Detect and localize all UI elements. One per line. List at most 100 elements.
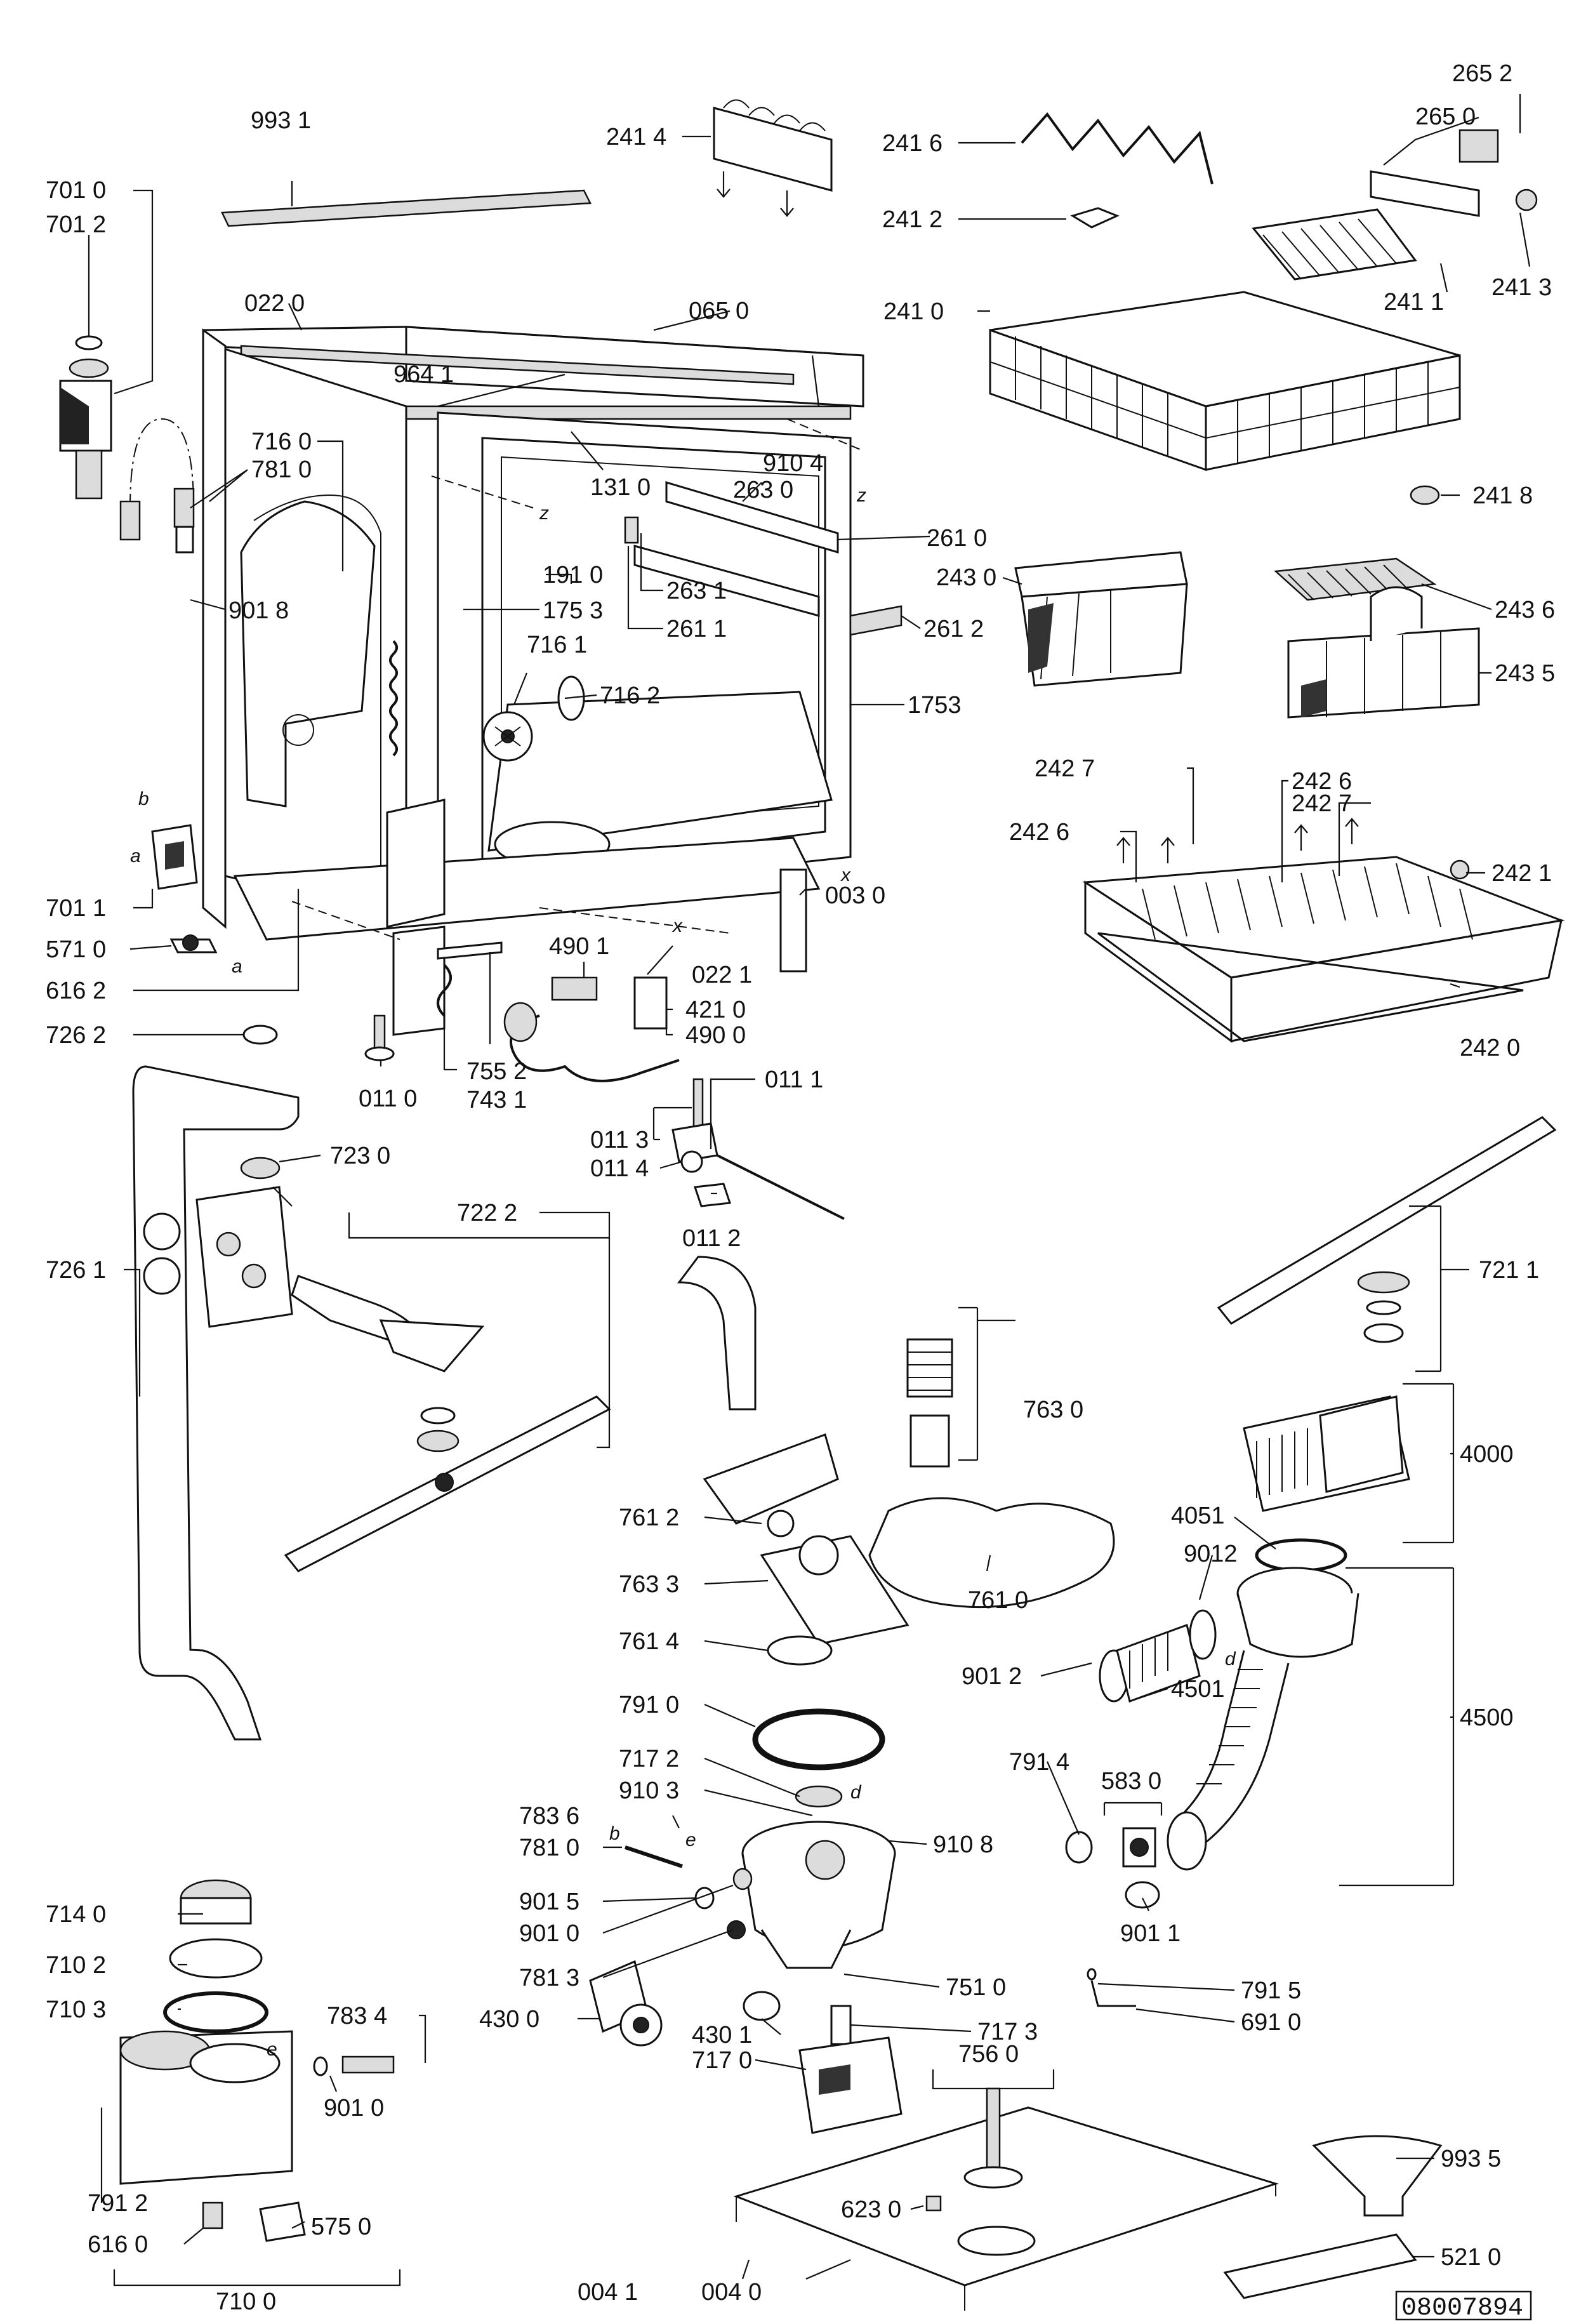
part-4501-hose <box>1099 1609 1217 1703</box>
part-label-691-0: 691 0 <box>1241 2009 1301 2036</box>
part-label-791-5: 791 5 <box>1241 1977 1301 2004</box>
part-label-242-6-a: 242 6 <box>1292 768 1352 795</box>
part-761-0-flat-filter <box>868 1497 1115 1609</box>
part-label-4000: 4000 <box>1460 1441 1514 1468</box>
part-710-0-water-softener <box>119 1879 395 2242</box>
part-993-5-funnel <box>1312 2135 1443 2217</box>
connection-letter: x <box>671 915 683 936</box>
part-label-265-2: 265 2 <box>1452 60 1512 87</box>
part-label-065-0: 065 0 <box>689 298 749 324</box>
part-241-8 <box>1410 485 1440 505</box>
part-763-3-sump-plate <box>760 1535 909 1645</box>
part-label-755-2: 755 2 <box>466 1058 527 1085</box>
part-label-910-8: 910 8 <box>933 1831 993 1858</box>
part-label-964-1: 964 1 <box>394 361 454 388</box>
part-label-583-0: 583 0 <box>1101 1768 1161 1795</box>
drawing-reference-number: 08007894 <box>1401 2294 1523 2323</box>
part-label-011-3: 011 3 <box>590 1127 649 1153</box>
part-241-2-clip <box>1070 207 1120 229</box>
part-label-242-7-b: 242 7 <box>1292 790 1352 817</box>
part-723-0 <box>240 1157 281 1179</box>
part-label-490-1: 490 1 <box>549 933 609 960</box>
part-791-0-ring <box>752 1708 885 1770</box>
part-label-901-8: 901 8 <box>228 597 289 624</box>
part-label-004-1: 004 1 <box>578 2279 638 2306</box>
part-label-263-0: 263 0 <box>733 477 793 503</box>
part-241-0-upper-basket <box>989 291 1461 472</box>
part-241-1-cutlery-tray <box>1252 208 1417 281</box>
part-label-263-1: 263 1 <box>666 578 727 604</box>
part-243-0-cutlery-basket <box>1014 551 1188 687</box>
part-label-261-2: 261 2 <box>923 616 984 642</box>
part-label-241-1: 241 1 <box>1384 289 1444 315</box>
part-label-011-2: 011 2 <box>682 1225 741 1252</box>
part-label-783-4: 783 4 <box>327 2003 387 2029</box>
part-726-1-water-pipe <box>132 1025 300 1741</box>
part-label-901-2: 901 2 <box>962 1663 1022 1690</box>
part-691-0-sensor <box>1090 1980 1136 2007</box>
part-label-242-6-b: 242 6 <box>1009 819 1069 846</box>
part-label-722-2: 722 2 <box>457 1200 517 1226</box>
part-261-263-rails <box>624 481 903 636</box>
part-label-243-6: 243 6 <box>1495 597 1555 623</box>
part-4000-heater-housing <box>1243 1395 1410 1512</box>
connection-letter: b <box>609 1823 620 1844</box>
part-label-131-0: 131 0 <box>590 474 651 501</box>
part-label-490-0: 490 0 <box>685 1022 746 1049</box>
part-label-763-3: 763 3 <box>619 1571 679 1598</box>
part-label-710-2: 710 2 <box>46 1952 106 1979</box>
connection-letter: d <box>850 1782 862 1803</box>
part-label-241-4: 241 4 <box>606 124 666 150</box>
part-242-0-lower-basket <box>1082 818 1565 1043</box>
part-label-717-0: 717 0 <box>692 2047 752 2074</box>
part-241-4-clip-rail <box>713 99 833 217</box>
part-521-0-strip <box>1223 2233 1417 2299</box>
connection-letters: z z b a a x x d d e b e <box>130 485 1236 2060</box>
connection-letter: z <box>539 503 549 524</box>
connection-letter: x <box>840 865 851 886</box>
connection-letter: b <box>138 788 149 809</box>
part-4500-hose <box>1167 1567 1359 1871</box>
part-drawings <box>59 99 1565 2311</box>
part-011-0-foot <box>364 1014 395 1061</box>
part-label-716-0: 716 0 <box>251 428 312 455</box>
part-label-242-1: 242 1 <box>1491 860 1552 887</box>
part-label-721-1: 721 1 <box>1479 1257 1539 1284</box>
part-label-011-0: 011 0 <box>359 1086 417 1112</box>
part-583-0-valve <box>1122 1827 1156 1868</box>
part-label-243-0: 243 0 <box>936 564 996 591</box>
part-label-761-4: 761 4 <box>619 1628 679 1655</box>
part-763-0-filter <box>906 1338 953 1468</box>
part-label-701-1: 701 1 <box>46 895 106 922</box>
part-781-0-pipe <box>625 1845 683 1868</box>
part-label-783-6: 783 6 <box>519 1803 579 1829</box>
part-label-993-1: 993 1 <box>251 107 311 134</box>
part-label-004-0: 004 0 <box>701 2279 762 2306</box>
part-label-430-1: 430 1 <box>692 2022 752 2048</box>
part-label-717-2: 717 2 <box>619 1746 679 1772</box>
part-label-9012: 9012 <box>1184 1541 1238 1567</box>
part-717-0-circulation-motor <box>798 2005 903 2134</box>
part-label-726-2: 726 2 <box>46 1022 106 1049</box>
part-label-714-0: 714 0 <box>46 1901 106 1928</box>
part-label-421-0: 421 0 <box>685 997 746 1023</box>
part-label-175-3-a: 175 3 <box>543 597 603 624</box>
part-755-2 <box>437 941 503 960</box>
part-label-901-5: 901 5 <box>519 1889 579 1915</box>
part-label-716-1: 716 1 <box>527 632 587 658</box>
part-label-243-5: 243 5 <box>1495 660 1555 687</box>
part-761-2-guide <box>677 1256 839 1537</box>
part-781-3 <box>727 1920 746 1939</box>
part-label-241-3: 241 3 <box>1491 274 1552 301</box>
part-571-0-connector <box>169 934 218 953</box>
part-701-1-bracket <box>151 824 198 890</box>
part-label-901-0-a: 901 0 <box>519 1920 579 1947</box>
part-label-701-2: 701 2 <box>46 211 106 238</box>
part-label-701-0: 701 0 <box>46 177 106 204</box>
part-label-743-1: 743 1 <box>466 1087 527 1113</box>
part-901-5 <box>694 1887 715 1909</box>
connection-letter: a <box>130 846 141 867</box>
part-901-0-a <box>732 1868 753 1890</box>
part-label-242-0: 242 0 <box>1460 1035 1520 1061</box>
